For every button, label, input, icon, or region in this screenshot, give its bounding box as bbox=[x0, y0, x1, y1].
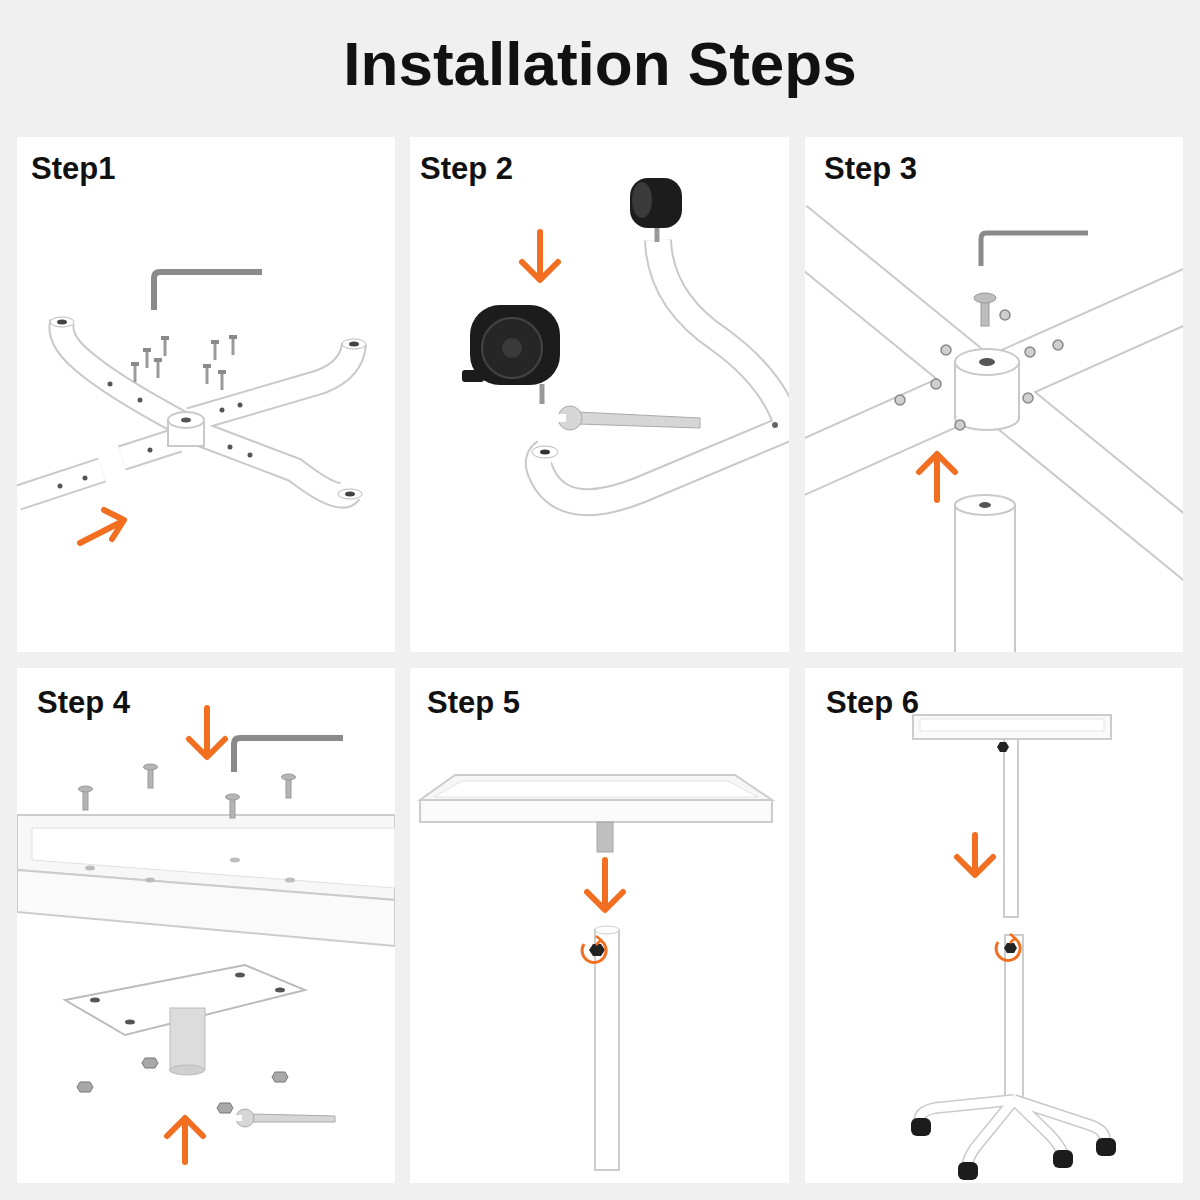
step1-art bbox=[17, 272, 366, 543]
step-panel: Step 6 bbox=[805, 668, 1183, 1183]
step-label: Step 2 bbox=[420, 151, 513, 187]
step6-art bbox=[911, 715, 1116, 1180]
step2-art bbox=[462, 178, 789, 502]
step-panel: Step 2 bbox=[410, 137, 789, 652]
step-panel: Step 4 bbox=[17, 668, 395, 1183]
step-panel: Step1 bbox=[17, 137, 395, 652]
step4-art bbox=[17, 708, 395, 1162]
title: Installation Steps bbox=[0, 28, 1200, 99]
step-label: Step 6 bbox=[826, 685, 919, 721]
step-panel: Step 3 bbox=[805, 137, 1183, 652]
step5-art bbox=[420, 775, 772, 1170]
step-panel: Step 5 bbox=[410, 668, 789, 1183]
step-label: Step 5 bbox=[427, 685, 520, 721]
step3-art bbox=[805, 226, 1183, 652]
panels bbox=[17, 137, 1183, 1183]
step-label: Step 4 bbox=[37, 685, 130, 721]
step-label: Step 3 bbox=[824, 151, 917, 187]
step-label: Step1 bbox=[31, 151, 115, 187]
